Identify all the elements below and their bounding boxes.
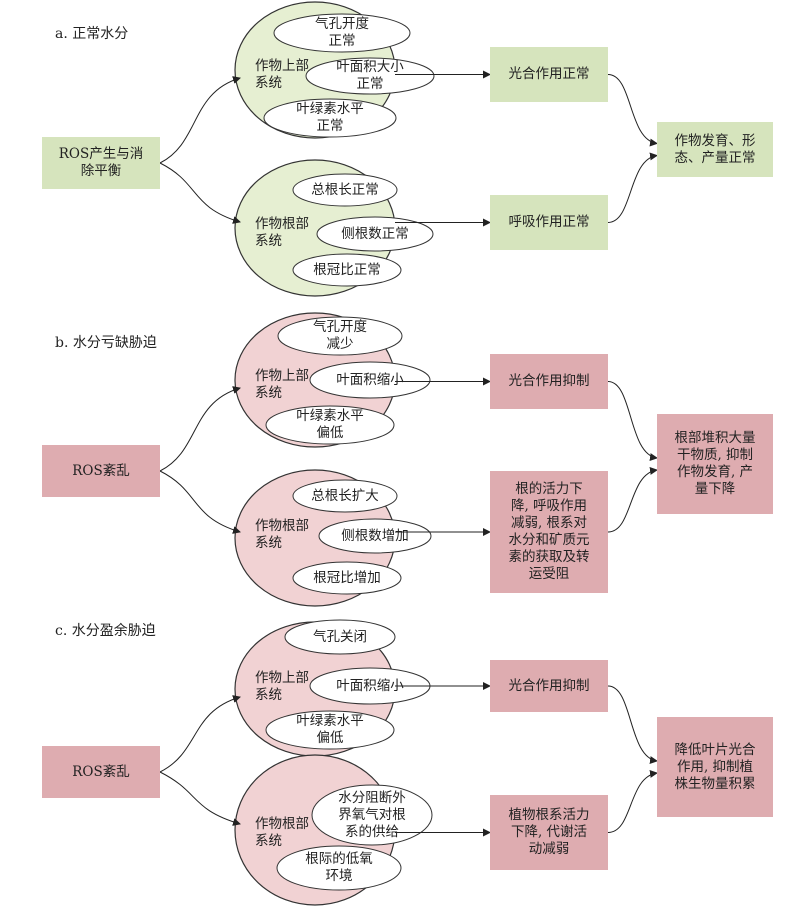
section-1-arrow-source-upper: [159, 76, 241, 164]
section-1-source-box: ROS产生与消 除平衡: [42, 137, 160, 189]
section-2-root-item-3-ellipse: [292, 561, 402, 595]
section-1-upper-item-3-ellipse: [263, 98, 397, 138]
section-3-upper-result-box: 光合作用抑制: [490, 660, 608, 712]
section-3-root-system-label: 作物根部 系统: [255, 816, 309, 849]
section-3-arrow-source-upper: [159, 695, 241, 773]
section-2-upper-item-2: 叶面积缩小: [336, 371, 404, 388]
section-1-upper-item-3: 叶绿素水平 正常: [296, 101, 364, 134]
section-2-upper-item-1: 气孔开度 减少: [313, 319, 367, 352]
section-3-source-box: ROS紊乱: [42, 746, 160, 798]
section-2-root-item-1: 总根长扩大: [311, 487, 379, 504]
section-2-arrow-source-upper: [159, 386, 241, 472]
section-2-root-item-3: 根冠比增加: [313, 569, 381, 586]
section-2-arrow-upper-final: [607, 381, 658, 461]
section-2-root-item-2-ellipse: [318, 518, 432, 554]
section-2-arrow-root-final: [607, 467, 658, 533]
section-1-label: a. 正常水分: [55, 26, 129, 42]
section-1-root-item-3-ellipse: [292, 253, 402, 287]
section-3-upper-item-3-ellipse: [265, 710, 395, 750]
section-3-upper-item-1: 气孔关闭: [313, 628, 367, 645]
section-3-upper-item-3: 叶绿素水平 偏低: [296, 713, 364, 746]
section-1-root-result-box: 呼吸作用正常: [490, 195, 608, 250]
section-3-final-box: 降低叶片光合 作用, 抑制植 株生物量积累: [657, 717, 773, 817]
section-2-upper-item-3: 叶绿素水平 偏低: [296, 408, 364, 441]
section-3-upper-item-2: 叶面积缩小: [336, 677, 404, 694]
section-3-arrow-root-final: [607, 770, 658, 833]
section-1-upper-item-2-ellipse: [305, 57, 435, 95]
section-1-root-item-1-ellipse: [292, 173, 398, 207]
section-1-arrow-root-final: [607, 152, 658, 223]
section-2-upper-item-3-ellipse: [265, 405, 395, 445]
section-1-root-item-2-ellipse: [316, 216, 434, 252]
section-1-upper-item-1-ellipse: [273, 13, 411, 53]
section-1-root-item-1: 总根长正常: [311, 181, 379, 198]
section-2-root-item-1-ellipse: [292, 479, 398, 513]
section-2-upper-result-box: 光合作用抑制: [490, 354, 608, 409]
section-1-root-system-label: 作物根部 系统: [255, 216, 309, 249]
section-2-root-system-label: 作物根部 系统: [255, 518, 309, 551]
section-3-upper-item-1-ellipse: [284, 619, 396, 655]
section-3-root-item-2: 根际的低氧 环境: [305, 851, 373, 884]
section-3-arrow-source-root: [159, 771, 241, 826]
section-3-label: c. 水分盈余胁迫: [55, 623, 156, 639]
section-1-upper-system-label: 作物上部 系统: [255, 58, 309, 91]
section-3-root-result-box: 植物根系活力 下降, 代谢活 动减弱: [490, 795, 608, 870]
section-1-root-item-2: 侧根数正常: [341, 225, 409, 242]
section-1-arrow-upper-final: [607, 74, 658, 147]
section-2-arrow-source-root: [159, 470, 241, 534]
section-3-root-item-1-ellipse: [311, 784, 433, 846]
section-3-upper-system-label: 作物上部 系统: [255, 670, 309, 703]
section-3-root-item-2-ellipse: [276, 845, 402, 891]
section-2-final-box: 根部堆积大量 干物质, 抑制 作物发育, 产 量下降: [657, 414, 773, 514]
section-3-root-item-1: 水分阻断外 界氧气对根 系的供给: [338, 789, 406, 840]
section-1-upper-result-box: 光合作用正常: [490, 47, 608, 102]
section-2-label: b. 水分亏缺胁迫: [55, 335, 157, 351]
section-1-upper-item-1: 气孔开度 正常: [315, 16, 369, 49]
section-2-root-item-2: 侧根数增加: [341, 527, 409, 544]
section-2-source-box: ROS紊乱: [42, 445, 160, 497]
section-1-root-item-3: 根冠比正常: [313, 261, 381, 278]
section-1-upper-item-2: 叶面积大小 正常: [336, 59, 404, 92]
section-3-arrow-upper-final: [607, 685, 658, 764]
section-2-upper-system-label: 作物上部 系统: [255, 368, 309, 401]
section-2-root-result-box: 根的活力下 降, 呼吸作用 减弱, 根系对 水分和矿质元 素的获取及转 运受阻: [490, 471, 608, 593]
section-2-upper-item-2-ellipse: [309, 361, 431, 399]
section-2-upper-item-1-ellipse: [277, 316, 403, 356]
section-1-final-box: 作物发育、形 态、产量正常: [657, 122, 773, 177]
section-1-arrow-source-root: [159, 162, 241, 224]
